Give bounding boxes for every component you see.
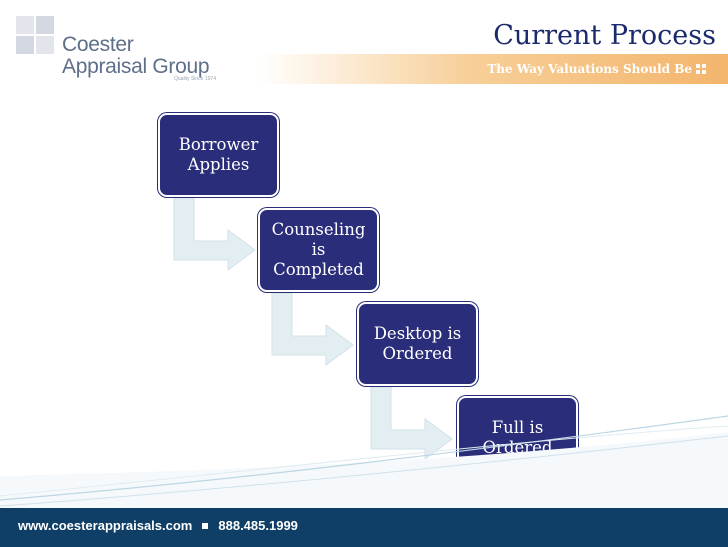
- flow-step-label: Desktop is Ordered: [373, 324, 462, 363]
- connector-arrow-2: [271, 292, 354, 366]
- logo-tagline: Quality Since 1974: [174, 76, 216, 82]
- footer-bar: [0, 508, 728, 547]
- logo-name: Coester Appraisal Group: [62, 33, 210, 78]
- connector-arrow-3: [370, 386, 453, 460]
- tagline-text: The Way Valuations Should Be: [487, 62, 692, 76]
- flow-step-counseling-completed: Counseling is Completed: [258, 208, 379, 292]
- separator-icon: [202, 522, 209, 529]
- grid-icon: [696, 64, 706, 74]
- flow-step-label: Borrower Applies: [178, 135, 259, 174]
- footer-contact: www.coesterappraisals.com 888.485.1999: [18, 518, 298, 533]
- flow-step-borrower-applies: Borrower Applies: [158, 113, 279, 197]
- flow-step-label: Counseling is Completed: [271, 220, 366, 279]
- company-logo: Coester Appraisal Group Quality Since 19…: [16, 16, 256, 86]
- logo-name-line2: Appraisal Group: [62, 55, 210, 78]
- connector-arrow-1: [173, 197, 256, 271]
- logo-grid-icon: [16, 16, 54, 54]
- footer-phone: 888.485.1999: [218, 518, 298, 533]
- tagline-band: [258, 54, 728, 84]
- logo-name-line1: Coester: [62, 33, 134, 56]
- page-title: Current Process: [493, 20, 716, 51]
- flow-step-desktop-ordered: Desktop is Ordered: [357, 302, 478, 386]
- footer-website: www.coesterappraisals.com: [18, 518, 193, 533]
